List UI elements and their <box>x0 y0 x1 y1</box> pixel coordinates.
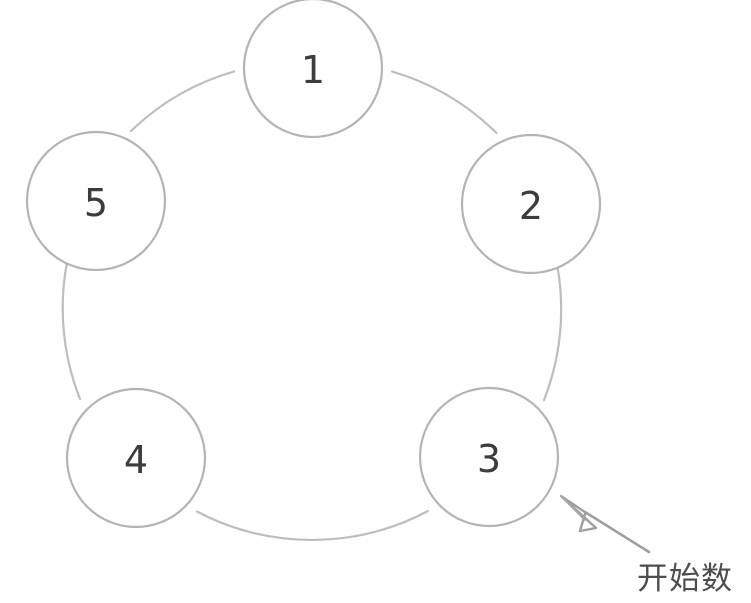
arrow-head-crease <box>560 495 587 522</box>
start-annotation-label: 开始数 <box>637 561 733 597</box>
arrow-head-icon <box>559 494 598 533</box>
node-group: 1 2 3 4 5 <box>25 0 602 529</box>
node-3-label: 3 <box>477 437 501 481</box>
node-1-circle[interactable] <box>242 0 384 139</box>
edge-group <box>61 70 563 541</box>
arrow-shaft <box>583 510 651 554</box>
edge-3-to-4 <box>195 509 430 541</box>
edge-5-to-1 <box>129 70 236 133</box>
node-4[interactable]: 4 <box>65 387 207 529</box>
node-2-label: 2 <box>519 184 543 228</box>
node-5-label: 5 <box>84 181 108 225</box>
node-1-label: 1 <box>301 48 325 92</box>
edge-2-to-3 <box>542 265 563 402</box>
node-4-label: 4 <box>124 438 148 482</box>
node-2[interactable]: 2 <box>460 133 602 275</box>
node-5-circle[interactable] <box>25 130 167 272</box>
node-3[interactable]: 3 <box>418 386 560 528</box>
edge-1-to-2 <box>390 70 498 135</box>
node-5[interactable]: 5 <box>25 130 167 272</box>
node-2-circle[interactable] <box>460 133 602 275</box>
start-annotation-arrow <box>559 494 651 554</box>
node-3-circle[interactable] <box>418 386 560 528</box>
node-1[interactable]: 1 <box>242 0 384 139</box>
edge-4-to-5 <box>61 263 82 401</box>
node-4-circle[interactable] <box>65 387 207 529</box>
